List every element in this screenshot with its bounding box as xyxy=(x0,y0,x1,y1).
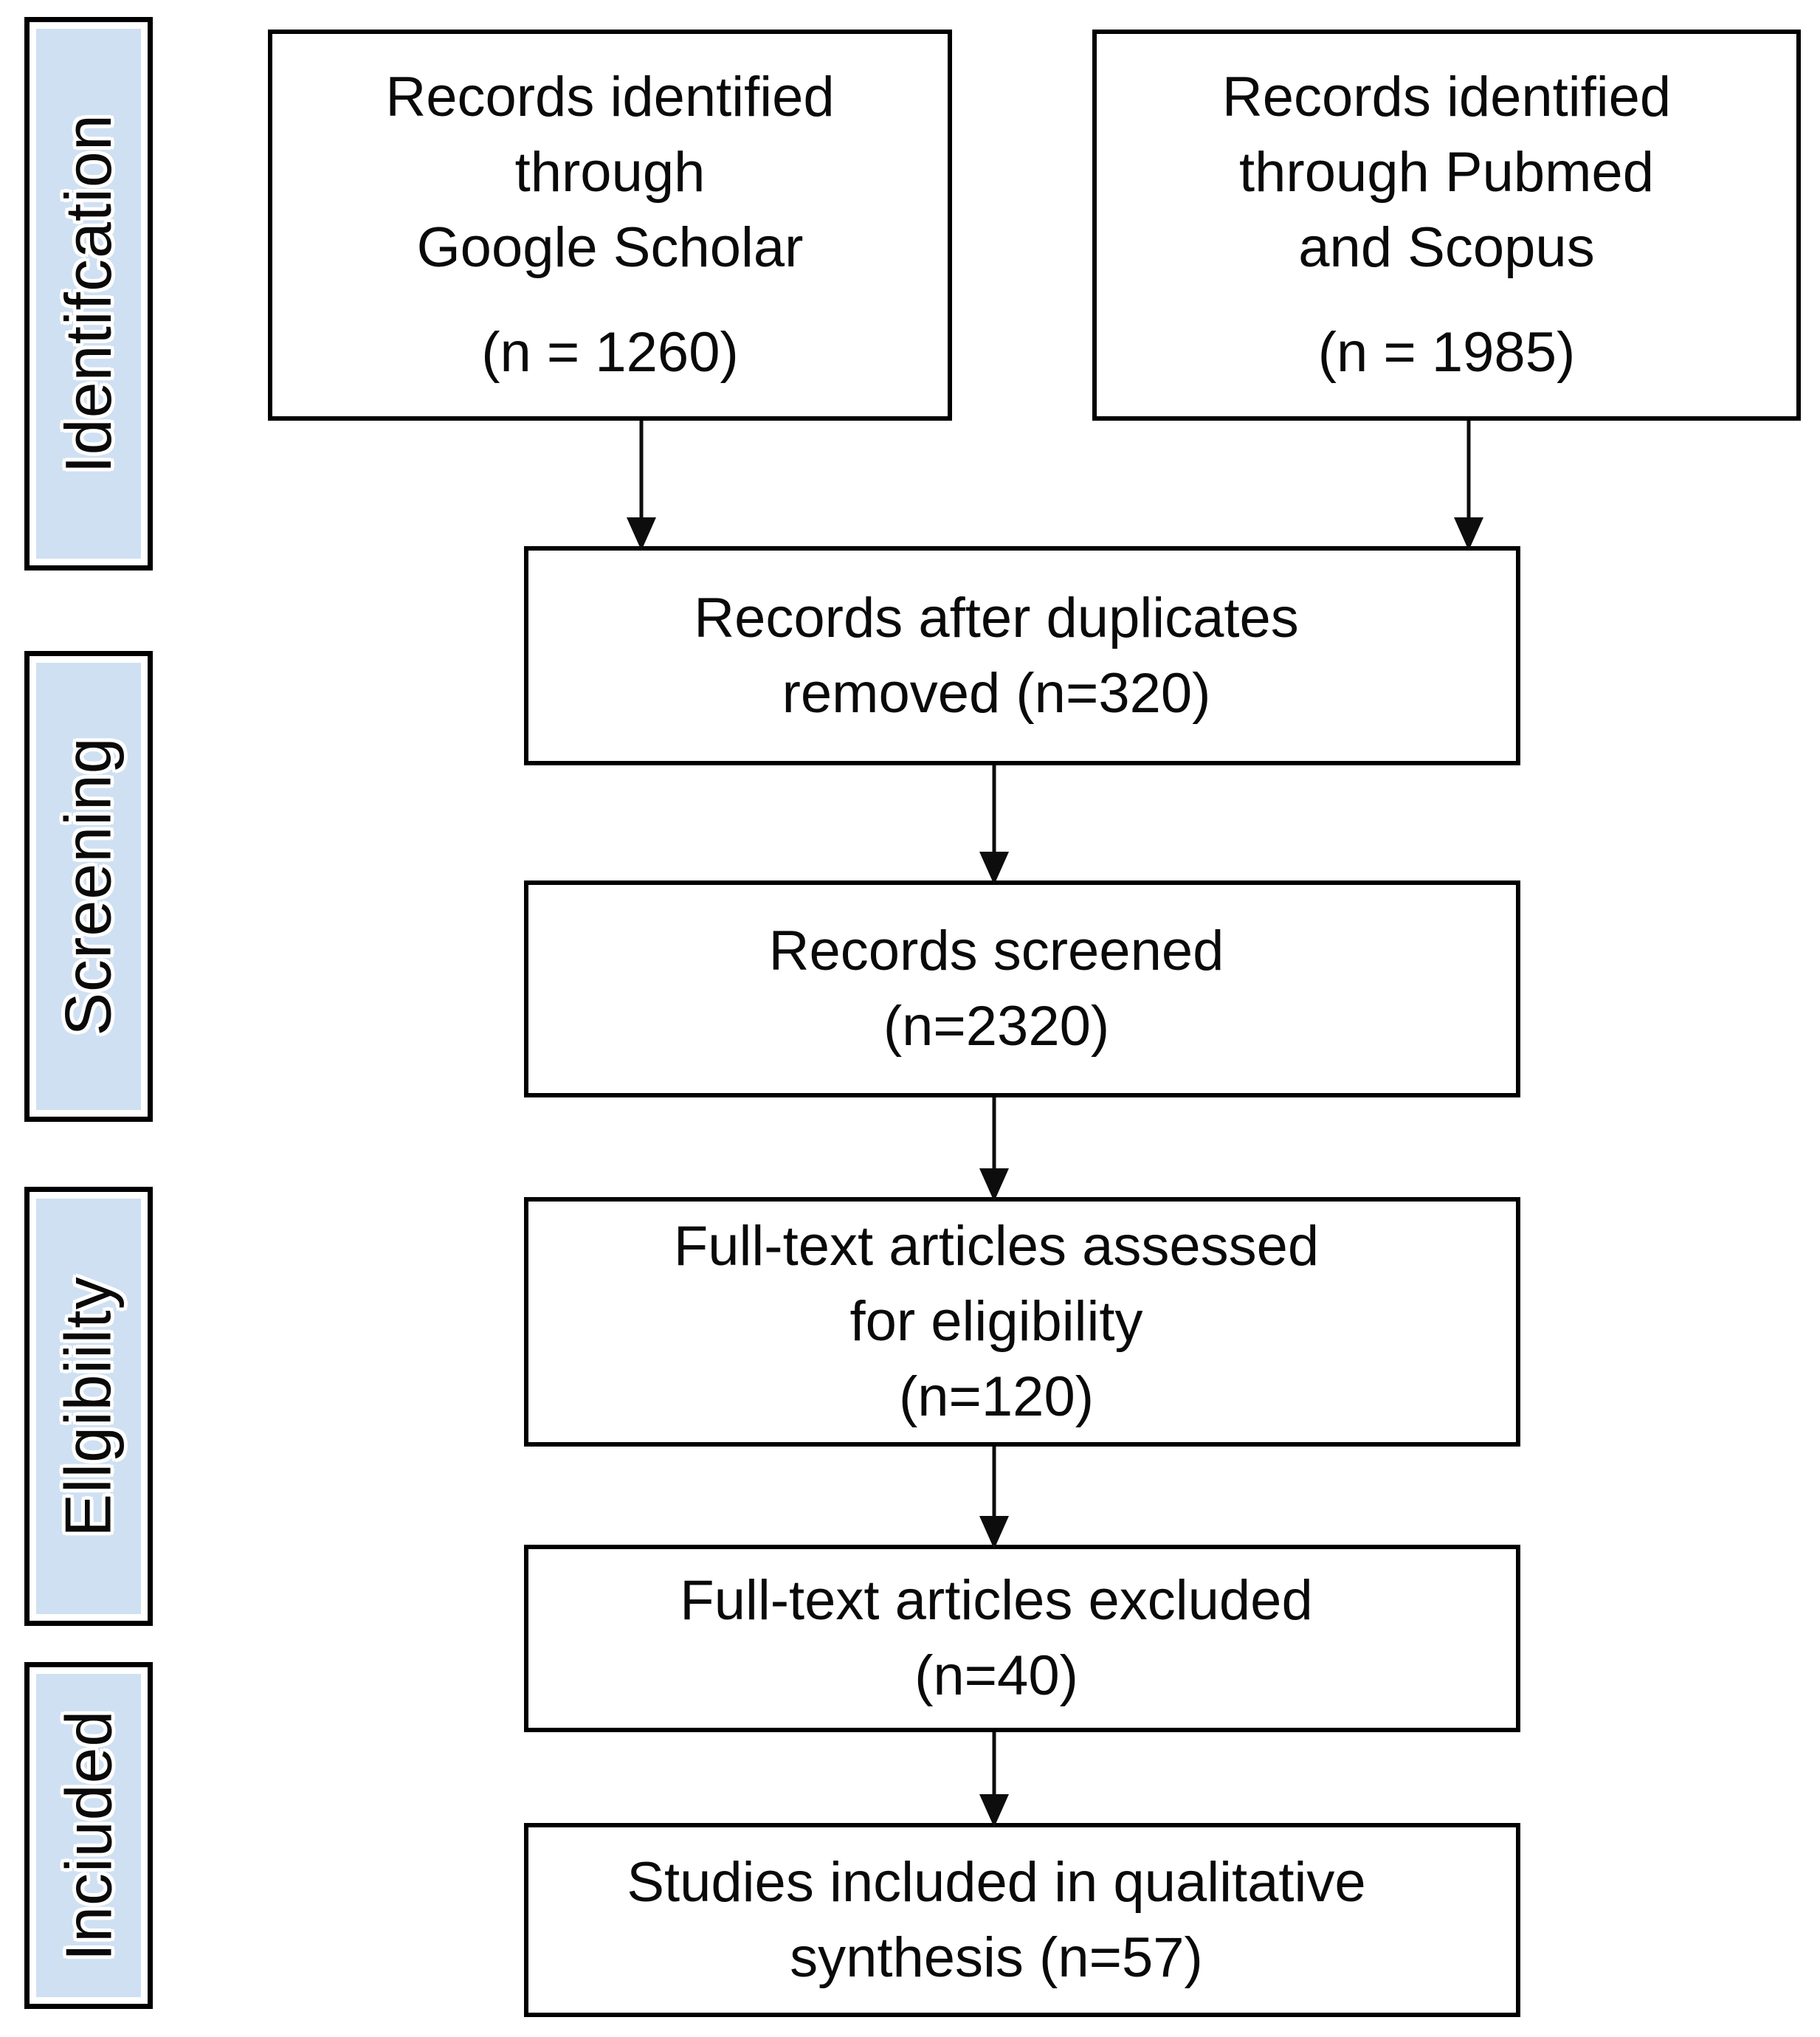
arrow-excluded-to-included xyxy=(978,1732,1010,1827)
arrow-shaft xyxy=(992,1097,996,1172)
stage-label-eligibility: Ellgibiilty xyxy=(52,1275,125,1537)
box-text-line: removed (n=320) xyxy=(782,661,1211,725)
arrow-shaft xyxy=(992,1447,996,1520)
box-studies-included-qualitative-synthesis: Studies included in qualitative synthesi… xyxy=(524,1823,1520,2017)
arrow-head-icon xyxy=(1454,517,1483,551)
arrow-shaft xyxy=(992,765,996,855)
stage-band-eligibility: Ellgibiilty xyxy=(24,1187,153,1626)
arrow-duplicates-to-screened xyxy=(978,765,1010,885)
arrow-head-icon xyxy=(627,517,656,551)
arrow-scholar-to-duplicates xyxy=(625,421,658,551)
box-text-line: (n=40) xyxy=(914,1644,1078,1707)
box-records-screened: Records screened (n=2320) xyxy=(524,880,1520,1097)
box-count: (n = 1985) xyxy=(1317,321,1576,384)
box-fulltext-articles-assessed: Full-text articles assessed for eligibil… xyxy=(524,1197,1520,1447)
arrow-head-icon xyxy=(979,852,1009,885)
arrow-shaft xyxy=(1466,421,1471,521)
arrow-screened-to-assessed xyxy=(978,1097,1010,1202)
box-text-line: (n=2320) xyxy=(883,995,1110,1058)
box-text-line: Studies included in qualitative xyxy=(627,1850,1366,1914)
arrow-shaft xyxy=(639,421,644,521)
arrow-assessed-to-excluded xyxy=(978,1447,1010,1549)
stage-label-included: Inciuded xyxy=(52,1709,125,1962)
box-text-line: Full-text articles assessed xyxy=(673,1215,1320,1278)
box-text-line: and Scopus xyxy=(1298,216,1595,279)
box-fulltext-articles-excluded: Full-text articles excluded (n=40) xyxy=(524,1545,1520,1732)
box-text-line: synthesis (n=57) xyxy=(790,1926,1203,1989)
box-text-line: (n=120) xyxy=(898,1365,1095,1428)
box-records-after-duplicates-removed: Records after duplicates removed (n=320) xyxy=(524,546,1520,765)
arrow-shaft xyxy=(992,1732,996,1798)
box-text-line: through Pubmed xyxy=(1239,141,1654,204)
arrow-pubmed-to-duplicates xyxy=(1452,421,1485,551)
box-text-line: for eligibility xyxy=(849,1290,1143,1353)
arrow-head-icon xyxy=(979,1168,1009,1202)
box-text-line: Records identified xyxy=(1221,66,1672,128)
box-text-line: Full-text articles excluded xyxy=(680,1569,1313,1632)
box-text-line: Records after duplicates xyxy=(694,586,1299,649)
arrow-head-icon xyxy=(979,1516,1009,1549)
stage-band-screening: Screening xyxy=(24,651,153,1122)
stage-band-included: Inciuded xyxy=(24,1662,153,2009)
box-text-line: through xyxy=(514,141,706,204)
stage-label-identification: Identifcation xyxy=(52,114,125,474)
box-records-identified-google-scholar: Records identified through Google Schola… xyxy=(268,30,952,421)
box-records-identified-pubmed-scopus: Records identified through Pubmed and Sc… xyxy=(1092,30,1801,421)
box-count: (n = 1260) xyxy=(481,321,739,384)
stage-label-screening: Screening xyxy=(52,737,125,1036)
arrow-head-icon xyxy=(979,1794,1009,1827)
stage-band-identification: Identifcation xyxy=(24,17,153,571)
box-text-line: Records identified xyxy=(385,66,835,128)
box-text-line: Google Scholar xyxy=(416,216,804,279)
box-text-line: Records screened xyxy=(768,920,1224,982)
